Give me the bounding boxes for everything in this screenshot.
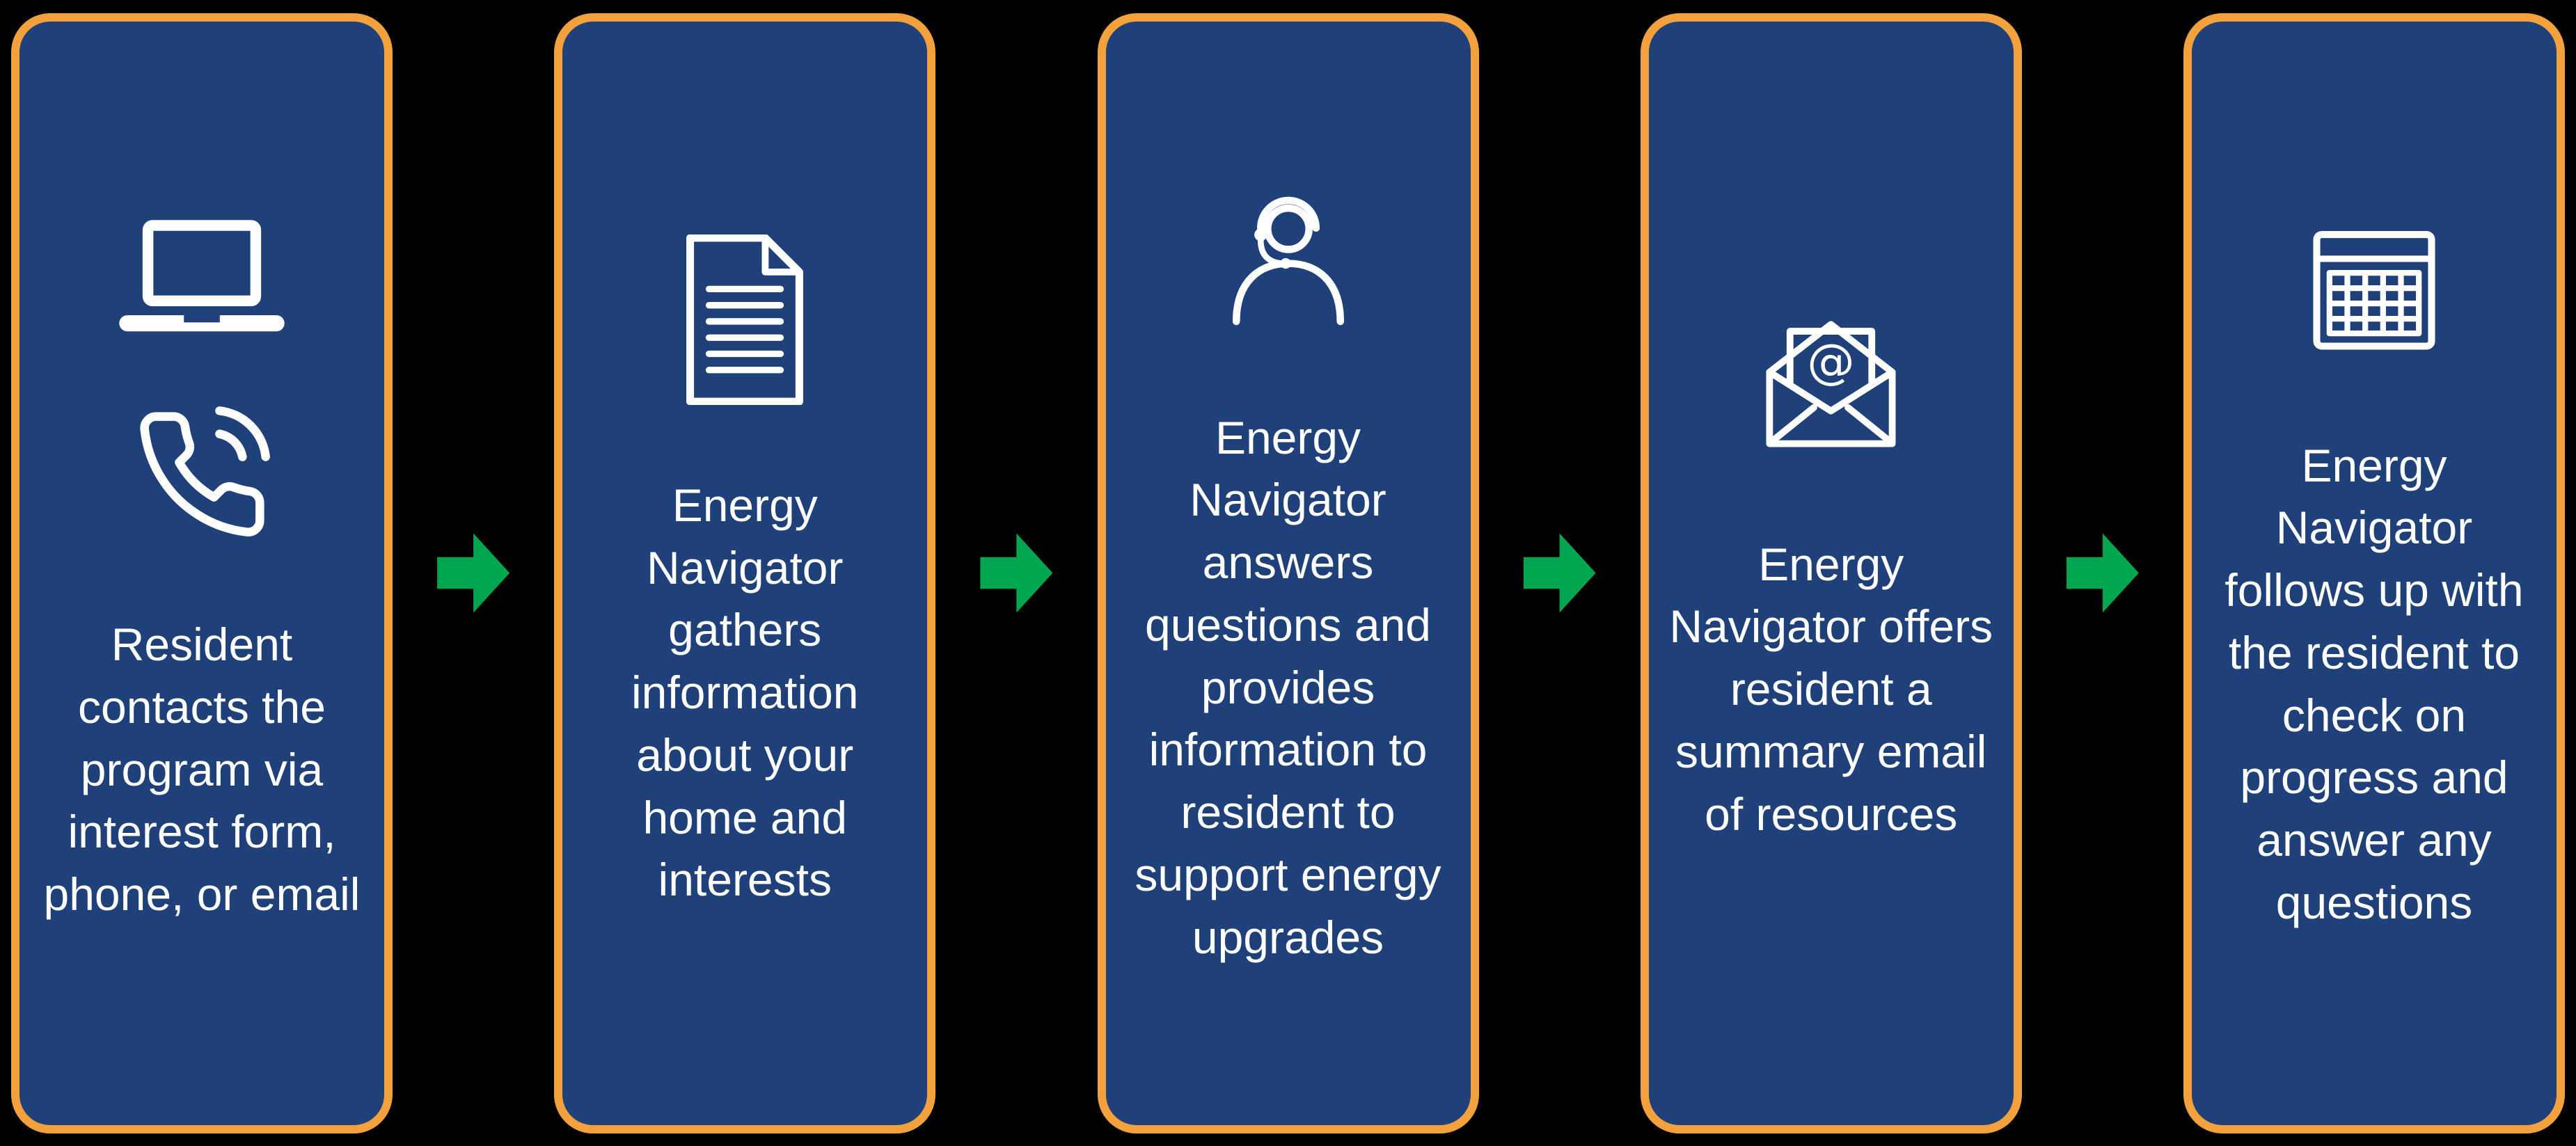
step-5-icons	[2295, 212, 2453, 365]
phone-icon	[140, 406, 270, 537]
step-2-text: Energy Navigator gathers information abo…	[631, 479, 859, 906]
step-2-icons	[677, 234, 813, 405]
flow-arrow	[1523, 533, 1596, 613]
step-5-text: Energy Navigator follows up with the res…	[2225, 439, 2524, 928]
flow-arrow	[980, 533, 1053, 613]
step-4-icons: @	[1749, 301, 1913, 464]
support-agent-icon	[1232, 196, 1344, 325]
step-1-text: Resident contacts the program via intere…	[43, 619, 361, 921]
document-icon	[686, 234, 804, 405]
step-3-text: Energy Navigator answers questions and p…	[1135, 411, 1441, 963]
flow-arrow	[2066, 533, 2139, 613]
email-at-icon: @	[1766, 321, 1896, 447]
step-3-icons	[1208, 177, 1368, 337]
step-card-3: Energy Navigator answers questions and p…	[1097, 13, 1479, 1133]
calendar-icon	[2313, 230, 2435, 350]
laptop-icon	[119, 220, 285, 332]
step-card-1: Resident contacts the program via intere…	[11, 13, 393, 1133]
step-4-text: Energy Navigator offers resident a summa…	[1669, 538, 1993, 840]
svg-text:@: @	[1807, 334, 1855, 390]
step-4-card: @ Energy Navigator offers resident a sum…	[1640, 13, 2022, 1133]
step-1-icons	[112, 220, 292, 544]
step-card-2: Energy Navigator gathers information abo…	[554, 13, 936, 1133]
flow-arrow	[437, 533, 510, 613]
step-5-card: Energy Navigator follows up with the res…	[2183, 13, 2565, 1133]
